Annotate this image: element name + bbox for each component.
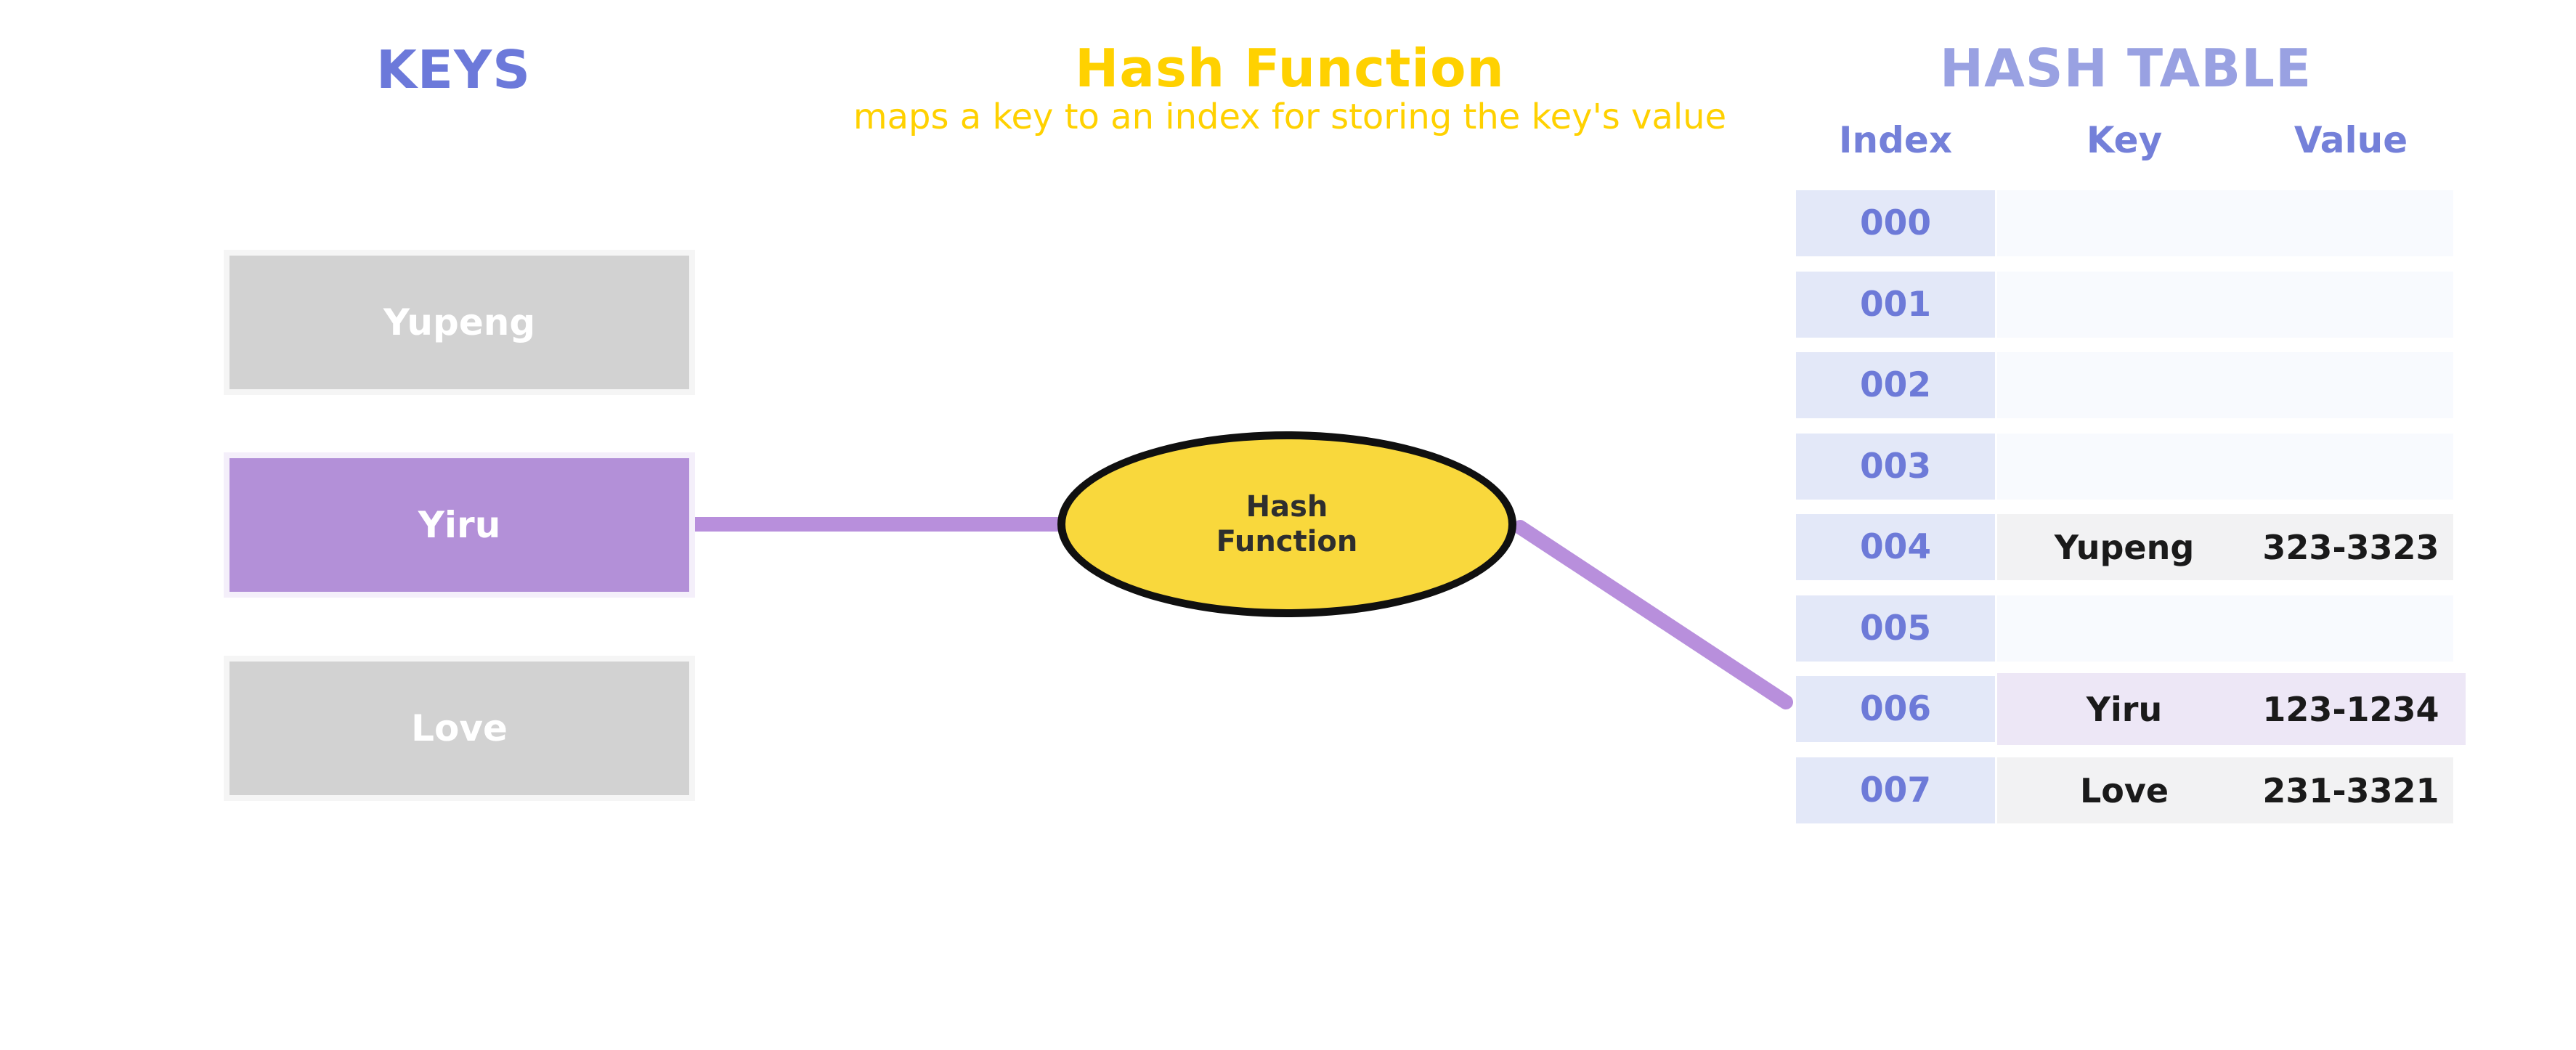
keyvalue-cell-002 (1997, 352, 2453, 418)
index-cell-label: 006 (1859, 689, 1932, 729)
value-cell-text: 123-1234 (2262, 689, 2439, 729)
index-cell-label: 004 (1859, 527, 1932, 567)
index-cell-label: 000 (1859, 203, 1932, 243)
key-box-love: Love (224, 656, 695, 801)
keyvalue-cell-004: Yupeng 323-3323 (1997, 514, 2453, 580)
keyvalue-cell-003 (1997, 434, 2453, 500)
keyvalue-cell-001 (1997, 272, 2453, 338)
key-box-yiru: Yiru (224, 452, 695, 598)
index-cell-007: 007 (1796, 757, 1995, 823)
index-cell-004: 004 (1796, 514, 1995, 580)
value-cell-text: 231-3321 (2262, 770, 2439, 810)
column-header-key: Key (2086, 119, 2163, 161)
value-cell-text: 323-3323 (2262, 527, 2439, 567)
index-cell-001: 001 (1796, 272, 1995, 338)
key-cell-text: Yupeng (2054, 527, 2195, 567)
index-cell-000: 000 (1796, 190, 1995, 256)
hash-function-subtitle: maps a key to an index for storing the k… (853, 97, 1727, 137)
hash-function-node-line2: Function (1216, 525, 1358, 558)
keyvalue-cell-007: Love 231-3321 (1997, 757, 2453, 823)
keys-title: KEYS (376, 39, 531, 100)
hash-function-title: Hash Function (1075, 38, 1505, 99)
index-cell-label: 002 (1859, 365, 1932, 405)
key-box-yupeng: Yupeng (224, 250, 695, 395)
hash-function-node-line1: Hash (1246, 490, 1328, 524)
key-box-label: Yupeng (383, 301, 536, 343)
column-header-index: Index (1838, 119, 1953, 161)
keyvalue-cell-006: Yiru 123-1234 (1997, 673, 2466, 745)
hash-table-title: HASH TABLE (1939, 38, 2312, 99)
index-cell-002: 002 (1796, 352, 1995, 418)
key-cell-text: Yiru (2086, 689, 2163, 729)
keyvalue-cell-000 (1997, 190, 2453, 256)
index-cell-label: 001 (1859, 285, 1932, 325)
index-cell-label: 007 (1859, 770, 1932, 810)
keyvalue-cell-005 (1997, 595, 2453, 662)
index-cell-label: 003 (1859, 447, 1932, 487)
key-box-label: Yiru (418, 504, 501, 546)
hash-function-node: Hash Function (1057, 431, 1516, 617)
index-cell-006: 006 (1796, 676, 1995, 742)
index-cell-label: 005 (1859, 609, 1932, 648)
key-box-label: Love (411, 707, 508, 749)
index-cell-005: 005 (1796, 595, 1995, 662)
connector-hash-to-index (1513, 520, 1793, 709)
key-cell-text: Love (2079, 770, 2169, 810)
index-cell-003: 003 (1796, 434, 1995, 500)
column-header-value: Value (2293, 119, 2408, 161)
